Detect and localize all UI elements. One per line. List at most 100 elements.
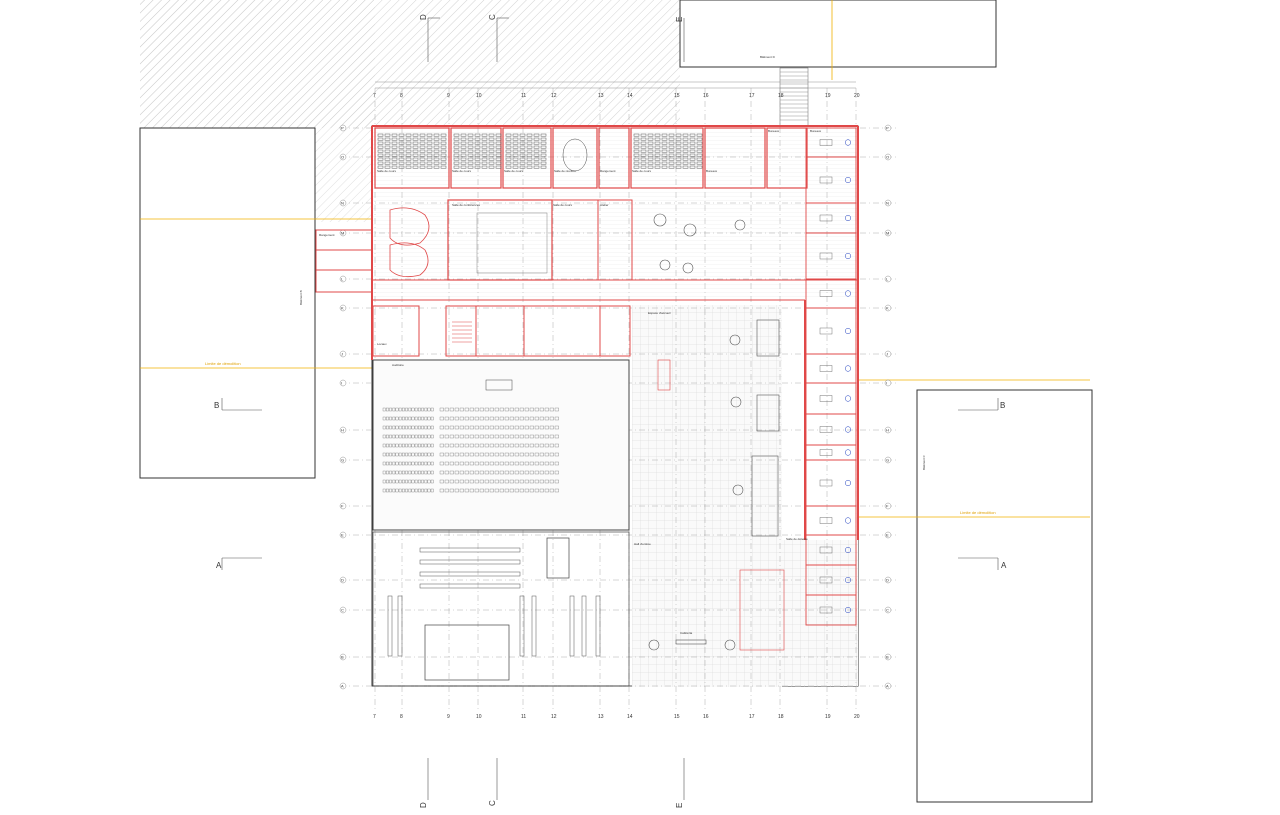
grid-labels: 7788991010111112121313141415151616171718… (339, 93, 892, 720)
room-label: Salle de cours (553, 203, 573, 207)
hall-furniture (648, 213, 785, 651)
grid-label-col: 8 (400, 714, 403, 720)
section-marker-b-left: B (214, 401, 219, 410)
grid-label-row: J (886, 352, 888, 357)
grid-label-row: O (886, 155, 889, 160)
grid-label-row: N (886, 201, 889, 206)
grid-label-row: F (341, 504, 344, 509)
left-annex (315, 229, 373, 293)
grid-label-row: H (886, 428, 889, 433)
grid-label-col: 9 (447, 714, 450, 720)
lounge-pods (389, 207, 430, 278)
grid-label-col: 15 (674, 93, 680, 99)
grid-label-row: P (341, 126, 344, 131)
grid-label-col: 14 (627, 93, 633, 99)
desk-rows (377, 133, 703, 169)
grid-label-col: 10 (476, 93, 482, 99)
grid-label-row: B (341, 655, 344, 660)
middle-offices (372, 305, 631, 357)
grid-label-row: D (341, 578, 344, 583)
room-label: Salle de cours (632, 169, 652, 173)
grid-label-col: 8 (400, 93, 403, 99)
grid-label-row: G (341, 458, 344, 463)
section-marker-e-top: E (675, 17, 684, 22)
grid-label-col: 16 (703, 93, 709, 99)
room-label: Bureaux (706, 169, 718, 173)
room-label: Auditoire (392, 363, 404, 367)
demolition-label-left: Limite de démolition (205, 361, 241, 366)
room-label: Espace d'accueil (648, 311, 671, 315)
grid-label-row: N (341, 201, 344, 206)
grid-label-col: 18 (778, 93, 784, 99)
room-label: Rangement (319, 233, 335, 237)
grid-label-col: 16 (703, 714, 709, 720)
grid-label-row: M (341, 231, 344, 236)
grid-label-col: 14 (627, 714, 633, 720)
entrance-stairs (779, 67, 809, 127)
section-marker-d-top: D (419, 14, 428, 20)
grid-label-col: 15 (674, 714, 680, 720)
neighbor-building-left: Bâtiment B (139, 127, 316, 479)
grid-label-row: L (886, 277, 889, 282)
grid-label-row: B (886, 655, 889, 660)
grid-label-col: 13 (598, 93, 604, 99)
room-label: Salle de détente (786, 537, 808, 541)
section-marker-a-right: A (1001, 561, 1007, 570)
stair-middle (452, 321, 472, 343)
grid-label-row: I (886, 381, 887, 386)
section-marker-e-bottom: E (675, 803, 684, 808)
grid-label-col: 11 (521, 714, 526, 720)
room-label: Bureaux (810, 129, 822, 133)
grid-label-row: E (886, 533, 889, 538)
section-marker-a-left: A (216, 561, 222, 570)
neighbor-right-label: Bâtiment C (922, 454, 926, 470)
grid-label-row: P (886, 126, 889, 131)
grid-label-row: H (341, 428, 344, 433)
section-lines (221, 17, 999, 800)
grid-label-row: K (886, 306, 889, 311)
grid-label-col: 17 (749, 93, 755, 99)
section-marker-c-bottom: C (488, 800, 497, 806)
room-labels: Salle de cours Salle de cours Salle de c… (319, 129, 822, 635)
auditorium-seats (382, 407, 559, 493)
grid-label-col: 9 (447, 93, 450, 99)
grid-label-row: M (886, 231, 889, 236)
grid-label-row: I (341, 381, 342, 386)
grid-label-row: C (886, 608, 889, 613)
grid-label-col: 11 (521, 93, 526, 99)
room-label: Salle de cours (452, 169, 472, 173)
section-marker-b-right: B (1000, 401, 1005, 410)
room-label: Rangement (600, 169, 616, 173)
grid-label-col: 10 (476, 714, 482, 720)
exterior-hatch (140, 0, 680, 222)
grid-label-row: K (341, 306, 344, 311)
grid-label-row: O (341, 155, 344, 160)
neighbor-top-label: Bâtiment D (760, 55, 776, 59)
grid-label-row: C (341, 608, 344, 613)
neighbor-building-right: Bâtiment C (916, 389, 1093, 803)
grid-label-col: 12 (551, 714, 557, 720)
grid-label-col: 19 (825, 714, 831, 720)
east-offices (805, 127, 857, 626)
sports-hall (372, 531, 630, 687)
neighbor-left-label: Bâtiment B (299, 290, 303, 305)
room-label: Salle de cours (504, 169, 524, 173)
grid-label-row: E (341, 533, 344, 538)
grid-label-col: 17 (749, 714, 755, 720)
auditorium (372, 359, 630, 531)
building-floor (371, 125, 859, 687)
grid-label-row: A (886, 684, 889, 689)
grid-label-col: 12 (551, 93, 557, 99)
interior-wall-line (372, 279, 858, 301)
grid-label-col: 19 (825, 93, 831, 99)
grid-label-row: G (886, 458, 889, 463)
room-label: Salle de réunion (554, 169, 576, 173)
round-table (562, 138, 588, 172)
neighbor-building-top: Bâtiment D (679, 0, 997, 68)
grid-label-col: 18 (778, 714, 784, 720)
grid-label-col: 7 (373, 714, 376, 720)
room-label: Atelier (600, 203, 609, 207)
grid-label-col: 7 (373, 93, 376, 99)
room-label: Salle de cours (377, 169, 397, 173)
